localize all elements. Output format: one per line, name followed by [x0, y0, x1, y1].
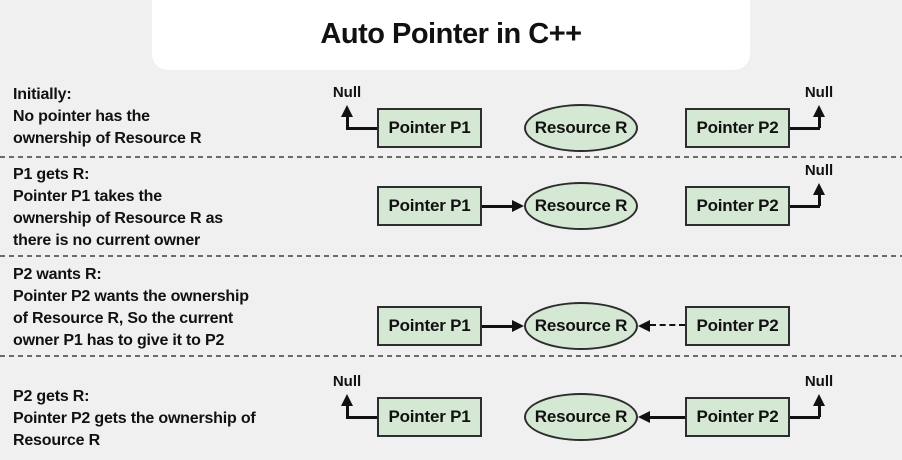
- p1-null-arrowhead-icon: [341, 105, 353, 117]
- description-line: there is no current owner: [13, 232, 201, 249]
- p1-null-arrowhead-icon: [341, 394, 353, 406]
- page-title: Auto Pointer in C++: [320, 17, 582, 50]
- description-line: Pointer P2 wants the ownership: [13, 288, 249, 305]
- row-description: P1 gets R: Pointer P1 takes the ownershi…: [13, 164, 223, 252]
- description-line: P1 gets R:: [13, 166, 90, 183]
- p1-resource-arrowhead-icon: [512, 320, 524, 332]
- p2-null-arrow-vline: [818, 116, 821, 128]
- description-line: Pointer P1 takes the: [13, 188, 162, 205]
- description-line: ownership of Resource R: [13, 130, 202, 147]
- p2-resource-arrowhead-icon: [638, 411, 650, 423]
- row-separator: [0, 255, 902, 257]
- p1-resource-arrow-shaft: [482, 205, 513, 208]
- resource-node: Resource R: [524, 393, 638, 441]
- p2-resource-arrow-shaft: [649, 416, 685, 419]
- p2-null-arrowhead-icon: [813, 394, 825, 406]
- description-line: ownership of Resource R as: [13, 210, 223, 227]
- resource-node: Resource R: [524, 182, 638, 230]
- p2-null-arrowhead-icon: [813, 183, 825, 195]
- description-line: Pointer P2 gets the ownership of: [13, 410, 256, 427]
- p1-null-arrow-hline: [346, 416, 377, 419]
- description-line: No pointer has the: [13, 108, 150, 125]
- null-label: Null: [804, 162, 834, 179]
- p2-null-arrow-vline: [818, 405, 821, 417]
- pointer-p2-node: Pointer P2: [685, 108, 790, 148]
- row-separator: [0, 156, 902, 158]
- p1-null-arrow-vline: [346, 116, 349, 128]
- title-panel: Auto Pointer in C++: [152, 0, 750, 70]
- p1-resource-arrow-shaft: [482, 325, 513, 328]
- pointer-p1-node: Pointer P1: [377, 397, 482, 437]
- description-line: P2 gets R:: [13, 388, 90, 405]
- description-line: Initially:: [13, 86, 72, 103]
- row-separator: [0, 355, 902, 357]
- description-line: Resource R: [13, 432, 100, 449]
- p2-null-arrow-hline: [790, 127, 820, 130]
- p1-null-arrow-hline: [346, 127, 377, 130]
- pointer-p1-node: Pointer P1: [377, 108, 482, 148]
- resource-node: Resource R: [524, 104, 638, 152]
- p2-null-arrow-hline: [790, 205, 820, 208]
- pointer-p2-node: Pointer P2: [685, 397, 790, 437]
- row-description: P2 wants R: Pointer P2 wants the ownersh…: [13, 264, 249, 352]
- description-line: P2 wants R:: [13, 266, 102, 283]
- pointer-p1-node: Pointer P1: [377, 306, 482, 346]
- pointer-p1-node: Pointer P1: [377, 186, 482, 226]
- resource-node: Resource R: [524, 302, 638, 350]
- pointer-p2-node: Pointer P2: [685, 186, 790, 226]
- p2-null-arrow-vline: [818, 194, 821, 206]
- pointer-p2-node: Pointer P2: [685, 306, 790, 346]
- null-label: Null: [804, 84, 834, 101]
- description-line: owner P1 has to give it to P2: [13, 332, 225, 349]
- p2-null-arrowhead-icon: [813, 105, 825, 117]
- p2-resource-arrowhead-icon: [638, 320, 650, 332]
- p2-resource-dashed-arrow-shaft: [650, 324, 685, 326]
- row-description: Initially: No pointer has the ownership …: [13, 84, 202, 150]
- p2-null-arrow-hline: [790, 416, 820, 419]
- description-line: of Resource R, So the current: [13, 310, 234, 327]
- row-description: P2 gets R: Pointer P2 gets the ownership…: [13, 386, 256, 452]
- null-label: Null: [804, 373, 834, 390]
- p1-null-arrow-vline: [346, 405, 349, 417]
- null-label: Null: [332, 373, 362, 390]
- p1-resource-arrowhead-icon: [512, 200, 524, 212]
- null-label: Null: [332, 84, 362, 101]
